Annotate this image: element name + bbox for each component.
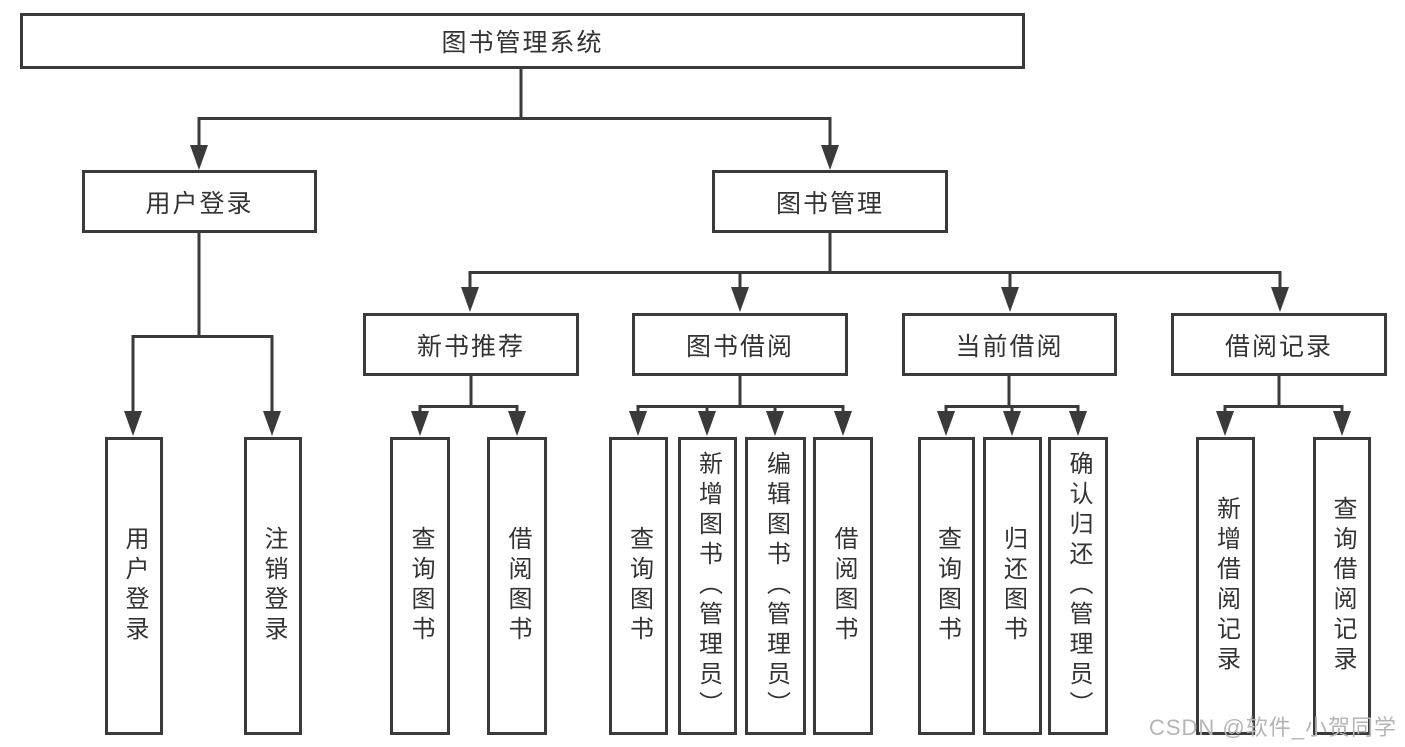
leaf-borrow-edit-books-admin: 编辑图书（管理员）	[745, 437, 806, 735]
connector-arrowhead	[821, 145, 839, 170]
node-new-book-recommend: 新书推荐	[363, 313, 579, 376]
node-user-login: 用户登录	[82, 170, 317, 233]
leaf-newbook-query-books: 查询图书	[390, 437, 450, 735]
node-current-borrow: 当前借阅	[902, 313, 1117, 376]
connector-line	[636, 405, 845, 415]
connector-arrowhead	[766, 411, 784, 436]
node-book-management: 图书管理	[712, 170, 948, 233]
connector-arrowhead	[1333, 411, 1351, 436]
connector-arrowhead	[190, 145, 208, 170]
connector-line	[131, 335, 274, 414]
leaf-records-query-borrow-record: 查询借阅记录	[1313, 437, 1371, 735]
connector-arrowhead	[461, 287, 479, 312]
leaf-borrow-borrow-books: 借阅图书	[813, 437, 873, 735]
watermark: CSDN @软件_小贺同学	[1148, 715, 1397, 740]
connector-line	[418, 405, 519, 415]
leaf-records-add-borrow-record: 新增借阅记录	[1196, 437, 1255, 735]
leaf-user-login: 用户登录	[105, 437, 163, 735]
leaf-current-confirm-return-admin: 确认归还（管理员）	[1048, 437, 1108, 735]
connector-arrowhead	[937, 411, 955, 436]
leaf-logout-login: 注销登录	[244, 437, 302, 735]
node-book-borrow: 图书借阅	[632, 313, 848, 376]
leaf-current-query-books: 查询图书	[918, 437, 975, 735]
connector-arrowhead	[698, 411, 716, 436]
connector-arrowhead	[1001, 287, 1019, 312]
leaf-borrow-add-books-admin: 新增图书（管理员）	[678, 437, 737, 735]
node-root: 图书管理系统	[20, 13, 1025, 69]
connector-arrowhead	[1271, 287, 1289, 312]
leaf-borrow-query-books: 查询图书	[609, 437, 668, 735]
connector-arrowhead	[629, 411, 647, 436]
connector-arrowhead	[124, 411, 142, 436]
connector-line	[468, 271, 1282, 290]
connector-arrowhead	[1069, 411, 1087, 436]
leaf-newbook-borrow-books: 借阅图书	[487, 437, 547, 735]
connector-arrowhead	[731, 287, 749, 312]
leaf-current-return-books: 归还图书	[983, 437, 1042, 735]
connector-arrowhead	[1216, 411, 1234, 436]
connector-arrowhead	[834, 411, 852, 436]
connector-arrowhead	[1003, 411, 1021, 436]
node-borrow-records: 借阅记录	[1171, 313, 1387, 376]
connector-arrowhead	[263, 411, 281, 436]
connector-arrowhead	[508, 411, 526, 436]
connector-arrowhead	[411, 411, 429, 436]
connector-line	[197, 117, 832, 150]
connector-line	[1223, 405, 1344, 415]
